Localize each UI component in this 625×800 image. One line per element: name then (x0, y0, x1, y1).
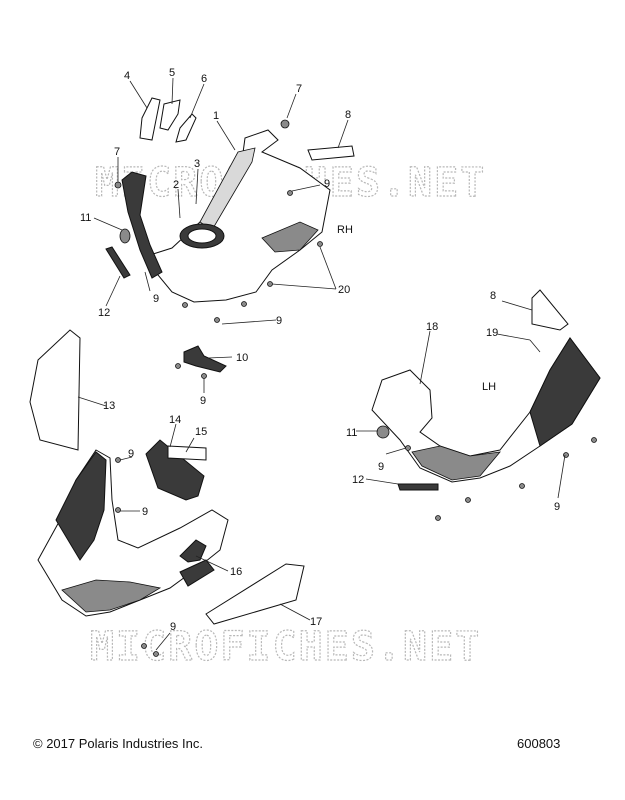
strap-12-lh (397, 483, 439, 491)
front-lower-left-face (55, 451, 107, 561)
leader-lines (77, 77, 566, 651)
callout-9-rh-a: 9 (324, 178, 330, 190)
grommet-11-lh (376, 425, 390, 439)
fastener-9-d (182, 302, 188, 308)
bracket-10 (183, 345, 227, 373)
fastener-20-b (267, 281, 273, 287)
callout-2: 2 (173, 179, 179, 191)
fastener-9-lh-a (405, 445, 411, 451)
decal-15 (167, 445, 207, 461)
decal-8-top (307, 145, 355, 161)
side-label-lh: LH (482, 381, 496, 393)
callout-9-rh-b: 9 (153, 293, 159, 305)
lh-panel-front-face (529, 337, 601, 447)
copyright-notice: © 2017 Polaris Industries Inc. (33, 736, 203, 751)
callout-9-lh-a: 9 (378, 461, 384, 473)
fastener-9-bracket (201, 373, 207, 379)
callout-9-front-a: 9 (128, 448, 134, 460)
fastener-9-lh-d (519, 483, 525, 489)
fastener-9-lh-c (465, 497, 471, 503)
fastener-20-a (317, 241, 323, 247)
fastener-9-front-c (141, 643, 147, 649)
callout-5: 5 (169, 67, 175, 79)
fastener-9-front-b (115, 507, 121, 513)
rh-panel-vent-center (187, 228, 217, 244)
callout-8-lh: 8 (490, 290, 496, 302)
fastener-9-a (287, 190, 293, 196)
fastener-9-front-d (153, 651, 159, 657)
callout-14: 14 (169, 414, 181, 426)
watermark-bottom: MICROFICHES.NET (90, 624, 481, 670)
vent-16 (179, 539, 207, 563)
fastener-7-top (280, 119, 290, 129)
front-lower-assembly (37, 449, 229, 657)
lh-panel-lower-face (411, 445, 501, 481)
callout-20: 20 (338, 284, 350, 296)
fastener-9-bracket-b (175, 363, 181, 369)
callout-15: 15 (195, 426, 207, 438)
callout-11-lh: 11 (346, 427, 357, 439)
callout-18: 18 (426, 321, 438, 333)
callouts: 4 5 6 7 8 1 7 3 2 9 11 RH 20 12 9 9 10 9… (80, 67, 560, 633)
callout-17: 17 (310, 616, 322, 628)
fastener-9-front-a (115, 457, 121, 463)
fastener-9-b (214, 317, 220, 323)
decal-8-lh (531, 289, 569, 331)
lh-lower-panel-assembly (371, 289, 601, 521)
callout-9-rh-c: 9 (276, 315, 282, 327)
callout-4: 4 (124, 70, 130, 82)
fastener-9-lh-f (591, 437, 597, 443)
callout-9-front-b: 9 (142, 506, 148, 518)
side-panel-17 (205, 563, 305, 625)
callout-12-rh: 12 (98, 307, 110, 319)
callout-3: 3 (194, 158, 200, 170)
callout-9-lh-b: 9 (554, 501, 560, 513)
callout-7-left: 7 (114, 146, 120, 158)
callout-9-bracket: 9 (200, 395, 206, 407)
callout-11-rh: 11 (80, 212, 91, 224)
fastener-9-c (241, 301, 247, 307)
strap-12-rh (105, 246, 131, 279)
bracket-10-group (175, 345, 227, 379)
callout-19: 19 (486, 327, 498, 339)
callout-12-lh: 12 (352, 474, 364, 486)
trim-strip-5 (159, 99, 181, 131)
callout-8-top: 8 (345, 109, 351, 121)
rh-front-bracket (121, 171, 163, 279)
trim-strip-6 (175, 113, 197, 143)
fastener-9-lh-e (563, 452, 569, 458)
callout-9-front-c: 9 (170, 621, 176, 633)
bracket-14 (145, 439, 205, 501)
callout-13: 13 (103, 400, 115, 412)
callout-6: 6 (201, 73, 207, 85)
callout-7-top: 7 (296, 83, 302, 95)
figure-number: 600803 (517, 736, 561, 751)
callout-1: 1 (213, 110, 219, 122)
fastener-9-lh-b (435, 515, 441, 521)
trim-strip-4 (139, 97, 161, 141)
callout-16: 16 (230, 566, 242, 578)
side-panel-13 (29, 329, 81, 451)
grommet-11-rh (119, 228, 131, 244)
side-label-rh: RH (337, 224, 353, 236)
callout-10: 10 (236, 352, 248, 364)
front-lower-inner-pocket (179, 559, 215, 587)
rh-lower-panel-assembly (105, 97, 355, 323)
fastener-7-left (114, 181, 122, 189)
rod-19 (529, 339, 541, 353)
front-lower-bottom-face (61, 579, 162, 613)
rh-panel-inner-face (261, 221, 319, 253)
